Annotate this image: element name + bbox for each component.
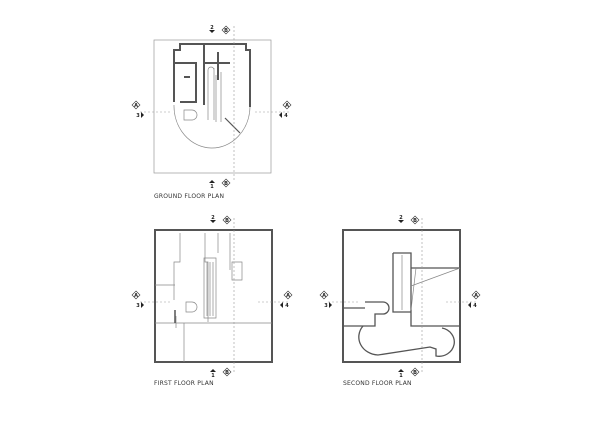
section-letter: A — [286, 293, 290, 299]
section-marker-icon — [410, 367, 420, 377]
second-floor-plan — [328, 218, 478, 372]
elevation-marker-icon — [398, 220, 404, 223]
plan-title-first: FIRST FLOOR PLAN — [154, 380, 214, 387]
elevation-marker-icon — [210, 369, 216, 372]
windscreen-wall — [358, 325, 455, 357]
entrance-wall — [224, 117, 241, 134]
elevation-marker-icon — [210, 220, 216, 223]
section-marker-icon — [410, 215, 420, 225]
exterior-wall — [342, 229, 461, 363]
section-letter: A — [322, 293, 326, 299]
elevation-number: 4 — [284, 113, 288, 119]
section-letter: A — [474, 293, 478, 299]
elevation-marker-icon — [468, 302, 471, 308]
elevation-marker-icon — [398, 369, 404, 372]
section-letter: B — [225, 218, 229, 224]
elevation-marker-icon — [329, 302, 332, 308]
section-marker-icon — [282, 100, 292, 110]
section-marker-icon — [283, 290, 293, 300]
section-marker-icon — [221, 178, 231, 188]
ground-floor-plan — [140, 26, 290, 182]
stair — [185, 301, 198, 313]
interior-walls — [184, 44, 230, 105]
section-marker-icon — [471, 290, 481, 300]
first-floor-plan — [140, 218, 290, 372]
solarium-walls — [343, 252, 460, 327]
elevation-number: 2 — [211, 215, 215, 221]
ramp — [203, 257, 217, 319]
elevation-number: 2 — [399, 215, 403, 221]
elevation-number: 1 — [399, 373, 403, 379]
ramp — [207, 66, 222, 122]
section-letter: B — [413, 218, 417, 224]
elevation-number: 3 — [136, 113, 140, 119]
elevation-marker-icon — [280, 302, 283, 308]
exterior-wall — [154, 229, 273, 363]
curved-glass-wall — [173, 104, 251, 149]
elevation-number: 1 — [211, 373, 215, 379]
section-marker-icon — [319, 290, 329, 300]
service-rooms-wall — [174, 62, 197, 103]
elevation-number: 3 — [136, 303, 140, 309]
plan-title-ground: GROUND FLOOR PLAN — [154, 193, 224, 200]
section-letter: B — [413, 370, 417, 376]
section-marker-icon — [222, 367, 232, 377]
elevation-marker-icon — [209, 30, 215, 33]
stair — [183, 109, 198, 121]
section-marker-icon — [221, 25, 231, 35]
site-boundary — [153, 39, 272, 174]
exterior-wall — [173, 43, 251, 107]
section-letter: A — [285, 103, 289, 109]
elevation-number: 2 — [210, 25, 214, 31]
elevation-marker-icon — [141, 302, 144, 308]
elevation-number: 4 — [473, 303, 477, 309]
elevation-marker-icon — [141, 112, 144, 118]
elevation-number: 3 — [324, 303, 328, 309]
elevation-number: 4 — [285, 303, 289, 309]
section-letter: B — [224, 28, 228, 34]
elevation-number: 1 — [210, 184, 214, 190]
plan-title-second: SECOND FLOOR PLAN — [343, 380, 412, 387]
section-letter: A — [134, 293, 138, 299]
section-letter: A — [134, 103, 138, 109]
section-marker-icon — [131, 100, 141, 110]
elevation-marker-icon — [279, 112, 282, 118]
section-marker-icon — [131, 290, 141, 300]
ramp — [401, 255, 461, 311]
interior-walls — [155, 233, 272, 362]
section-marker-icon — [222, 215, 232, 225]
section-letter: B — [225, 370, 229, 376]
section-letter: B — [224, 181, 228, 187]
elevation-marker-icon — [209, 180, 215, 183]
